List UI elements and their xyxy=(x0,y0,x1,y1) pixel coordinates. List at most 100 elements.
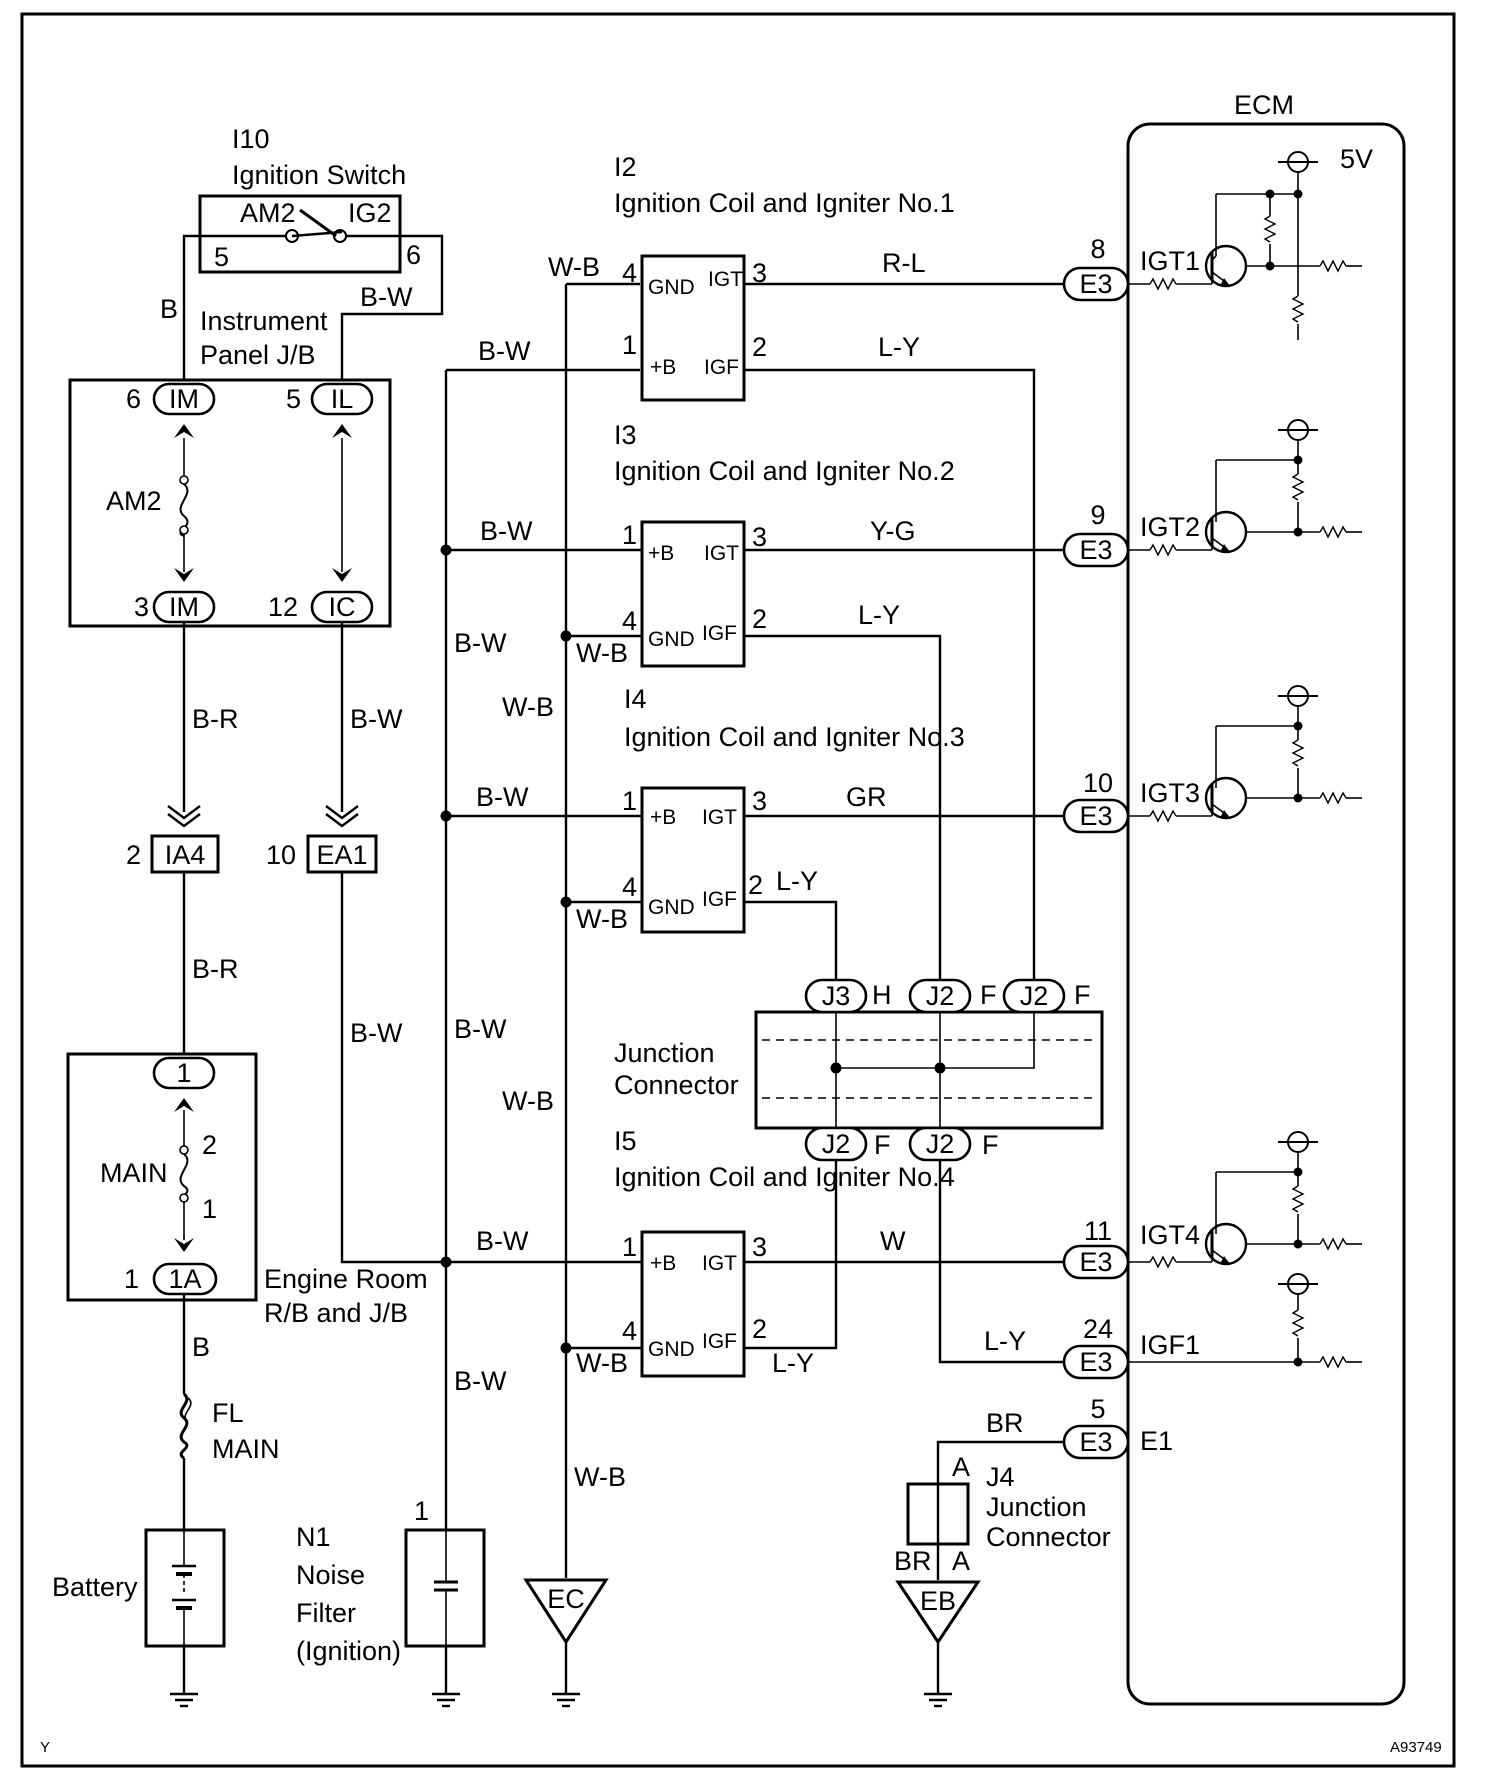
ecm-igt1-circuit xyxy=(1128,151,1362,340)
svg-text:W-B: W-B xyxy=(576,904,628,934)
ipjb-label-1: Instrument xyxy=(200,306,328,336)
figure-code: A93749 xyxy=(1390,1739,1442,1756)
fl-label: FL xyxy=(212,1398,244,1428)
wire-label-b-r-1: B-R xyxy=(192,704,239,734)
ecm-igt4-circuit xyxy=(1128,1131,1362,1268)
svg-text:+B: +B xyxy=(650,356,676,379)
wire-label-b-r-2: B-R xyxy=(192,954,239,984)
ipjb-label-2: Panel J/B xyxy=(200,340,316,370)
svg-text:IL: IL xyxy=(331,384,354,414)
svg-text:I3: I3 xyxy=(614,420,637,450)
svg-text:L-Y: L-Y xyxy=(878,332,920,362)
ecm-vref-label: 5V xyxy=(1340,144,1373,174)
svg-text:IGT: IGT xyxy=(702,1252,737,1275)
noise-filter-label-2: Filter xyxy=(296,1598,356,1628)
svg-text:IGT3: IGT3 xyxy=(1140,778,1200,808)
svg-text:Y-G: Y-G xyxy=(870,516,916,546)
wire-b xyxy=(182,234,200,380)
svg-text:B-W: B-W xyxy=(478,336,531,366)
svg-text:A: A xyxy=(952,1452,970,1482)
svg-text:E3: E3 xyxy=(1079,269,1112,299)
svg-text:+B: +B xyxy=(648,542,674,565)
svg-text:+B: +B xyxy=(650,1252,676,1275)
svg-text:2: 2 xyxy=(752,1314,767,1344)
svg-text:IGT4: IGT4 xyxy=(1140,1220,1200,1250)
svg-text:IA4: IA4 xyxy=(165,840,206,870)
svg-text:IGF1: IGF1 xyxy=(1140,1330,1200,1360)
svg-text:GR: GR xyxy=(846,782,887,812)
svg-text:J2: J2 xyxy=(926,981,955,1011)
pin-il: 5 xyxy=(286,384,301,414)
svg-text:IGF: IGF xyxy=(702,622,737,645)
svg-text:I4: I4 xyxy=(624,684,647,714)
svg-text:IGF: IGF xyxy=(702,1330,737,1353)
pin-im-bottom: 3 xyxy=(134,592,149,622)
junction-connector-label-2: Connector xyxy=(614,1070,739,1100)
svg-text:E1: E1 xyxy=(1140,1426,1173,1456)
noise-filter-label-3: (Ignition) xyxy=(296,1636,401,1666)
ecm-e3-igt2: E3 9 IGT2 xyxy=(1062,500,1200,568)
svg-text:E3: E3 xyxy=(1079,535,1112,565)
svg-text:1: 1 xyxy=(622,330,637,360)
svg-text:2: 2 xyxy=(126,840,141,870)
svg-text:GND: GND xyxy=(648,276,695,299)
svg-text:F: F xyxy=(982,1130,999,1160)
svg-text:24: 24 xyxy=(1083,1314,1113,1344)
ground-eb: EB xyxy=(895,1580,981,1708)
svg-text:GND: GND xyxy=(648,1338,695,1361)
ecm-e3-igf1: E3 24 IGF1 xyxy=(1062,1314,1200,1380)
coil-4-label: Ignition Coil and Igniter No.4 xyxy=(614,1162,955,1192)
svg-text:L-Y: L-Y xyxy=(776,866,818,896)
svg-text:1: 1 xyxy=(124,1264,139,1294)
engine-room-label-2: R/B and J/B xyxy=(264,1298,408,1328)
svg-text:B-W: B-W xyxy=(454,628,507,658)
wire-label-b-w-2: B-W xyxy=(350,704,403,734)
svg-text:J2: J2 xyxy=(926,1129,955,1159)
svg-text:B-W: B-W xyxy=(476,1226,529,1256)
svg-text:BR: BR xyxy=(986,1408,1024,1438)
svg-text:B-W: B-W xyxy=(476,782,529,812)
junction-connector-label-1: Junction xyxy=(614,1038,715,1068)
svg-text:1: 1 xyxy=(202,1194,217,1224)
ecm-igt3-circuit xyxy=(1128,685,1362,822)
svg-text:A: A xyxy=(952,1546,970,1576)
fl-main-label: MAIN xyxy=(212,1434,280,1464)
svg-text:8: 8 xyxy=(1090,234,1105,264)
svg-text:IM: IM xyxy=(169,384,199,414)
svg-text:J3: J3 xyxy=(822,981,851,1011)
fuse-am2-label: AM2 xyxy=(106,486,162,516)
switch-lever-icon xyxy=(299,208,337,238)
svg-text:J2: J2 xyxy=(822,1129,851,1159)
svg-text:W-B: W-B xyxy=(576,1348,628,1378)
j4-label-2: Connector xyxy=(986,1522,1111,1552)
noise-filter-label-1: Noise xyxy=(296,1560,365,1590)
svg-text:B-W: B-W xyxy=(454,1366,507,1396)
svg-text:L-Y: L-Y xyxy=(984,1326,1026,1356)
svg-text:EA1: EA1 xyxy=(316,840,367,870)
coil-2: I3 Ignition Coil and Igniter No.2 +B IGT… xyxy=(614,420,955,668)
ground-ec: EC xyxy=(523,1578,609,1708)
svg-text:I2: I2 xyxy=(614,152,637,182)
svg-text:W-B: W-B xyxy=(548,252,600,282)
svg-text:I5: I5 xyxy=(614,1126,637,1156)
svg-text:IM: IM xyxy=(169,592,199,622)
coil-3-label: Ignition Coil and Igniter No.3 xyxy=(624,722,965,752)
fuse-main-label: MAIN xyxy=(100,1158,168,1188)
svg-text:H: H xyxy=(872,980,892,1010)
svg-text:IGF: IGF xyxy=(702,888,737,911)
engine-room-jb: 1 2 1 MAIN 1A 1 Engine Room R/B and J/B xyxy=(66,1052,428,1328)
ecm-title: ECM xyxy=(1234,90,1294,120)
battery-icon xyxy=(144,1528,226,1648)
switch-terminal-am2: AM2 xyxy=(240,198,296,228)
svg-text:3: 3 xyxy=(752,522,767,552)
svg-text:F: F xyxy=(980,980,997,1010)
svg-text:J4: J4 xyxy=(986,1462,1015,1492)
svg-text:F: F xyxy=(874,1130,891,1160)
svg-text:3: 3 xyxy=(752,1232,767,1262)
connector-il xyxy=(310,382,374,416)
switch-pin-6: 6 xyxy=(406,240,421,270)
svg-text:2: 2 xyxy=(752,604,767,634)
svg-text:EC: EC xyxy=(547,1584,585,1614)
ignition-switch-id: I10 xyxy=(232,124,270,154)
